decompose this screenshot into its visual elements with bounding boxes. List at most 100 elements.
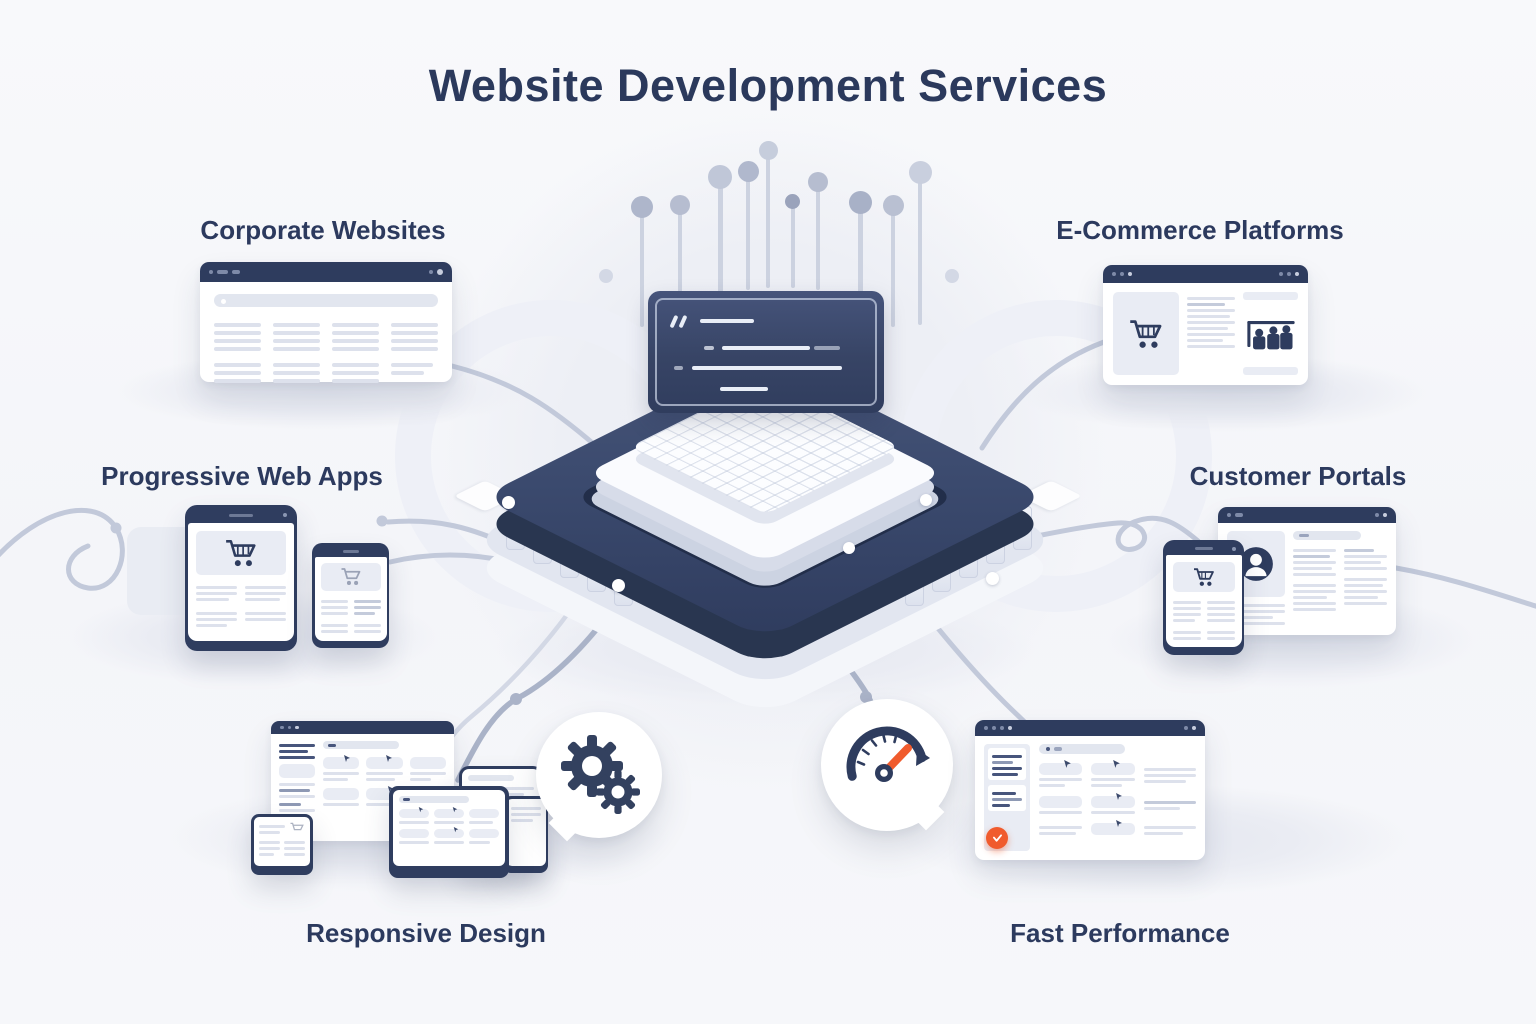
browser-titlebar <box>1103 265 1308 283</box>
sidebar-skeleton-lines <box>279 803 315 812</box>
browser-titlebar <box>975 720 1205 736</box>
skeleton-lines <box>1172 628 1201 640</box>
hero-card <box>320 562 381 591</box>
device-statusbar <box>315 546 387 557</box>
shopping-cart-icon <box>341 568 360 585</box>
orange-badge-check-icon <box>992 833 1002 842</box>
label-fast-performance: Fast Performance <box>1010 918 1230 948</box>
corporate-websites-window <box>200 262 452 383</box>
pwa-tablet <box>185 505 297 651</box>
hero-card <box>196 531 286 575</box>
skeleton-lines <box>332 363 379 383</box>
sidebar-skeleton-lines <box>279 744 315 759</box>
skeleton-lines <box>391 323 438 351</box>
skeleton-lines <box>284 838 305 856</box>
device-screen <box>314 556 387 641</box>
device-screen <box>1165 554 1242 647</box>
skeleton-lines <box>1206 598 1235 622</box>
sidebar-card <box>279 764 315 778</box>
page-title: Website Development Services <box>428 60 1108 111</box>
skeleton-lines <box>1293 546 1336 626</box>
sidebar-panel <box>984 744 1030 851</box>
skeleton-lines <box>353 621 381 633</box>
skeleton-lines <box>320 621 348 633</box>
window-dot-icon <box>209 270 213 274</box>
code-panel <box>648 291 884 413</box>
speedometer-speech-bubble <box>821 699 953 831</box>
window-dash-icon <box>217 270 228 274</box>
menu-mark <box>1299 534 1309 537</box>
portal-phone <box>1163 540 1244 655</box>
browser-titlebar <box>1218 507 1396 523</box>
header-pill <box>1293 531 1361 540</box>
skeleton-lines <box>332 323 379 351</box>
code-panel-inner-border <box>655 298 877 406</box>
ecommerce-window <box>1103 265 1308 385</box>
speedometer-icon <box>846 726 930 782</box>
responsive-tablet-landscape <box>389 786 509 878</box>
search-pill <box>399 796 469 803</box>
label-progressive-web-apps: Progressive Web Apps <box>101 461 383 491</box>
skeleton-lines <box>1206 628 1235 640</box>
camera-dot-icon <box>1231 546 1236 551</box>
device-statusbar <box>1166 543 1242 555</box>
cursor-mark-icon <box>385 755 392 762</box>
user-avatar-icon <box>1239 547 1273 581</box>
skeleton-lines <box>391 363 438 383</box>
skeleton-lines <box>196 609 237 627</box>
skeleton-lines <box>259 838 280 856</box>
skeleton-lines <box>1227 604 1285 625</box>
skeleton-lines <box>320 597 348 615</box>
url-dot-icon <box>221 298 226 304</box>
window-dot-icon <box>437 269 443 275</box>
gears-icon <box>561 735 640 814</box>
label-customer-portals: Customer Portals <box>1189 461 1407 491</box>
orange-badge <box>986 827 1008 849</box>
team-chart-icon <box>1246 320 1295 349</box>
shopping-cart-icon <box>226 540 256 567</box>
browser-titlebar <box>200 262 452 282</box>
search-pill <box>1039 744 1126 754</box>
product-card <box>1113 292 1179 375</box>
label-corporate-websites: Corporate Websites <box>200 215 446 245</box>
speaker-icon <box>1194 547 1213 550</box>
pwa-phone <box>312 543 389 648</box>
label-responsive-design: Responsive Design <box>306 918 546 948</box>
skeleton-lines <box>245 583 286 601</box>
skeleton-lines <box>1344 546 1387 626</box>
skeleton-lines <box>510 806 541 822</box>
responsive-side-phone <box>503 796 548 873</box>
gears-speech-bubble <box>536 712 662 842</box>
skeleton-lines <box>1187 292 1235 375</box>
label-ecommerce-platforms: E-Commerce Platforms <box>1056 215 1344 245</box>
sidebar-skeleton-lines <box>279 783 315 798</box>
skeleton-lines <box>1172 598 1201 622</box>
device-screen <box>188 523 294 641</box>
camera-dot-icon <box>283 513 287 517</box>
skeleton-lines <box>214 363 261 383</box>
url-bar <box>214 294 438 307</box>
skeleton-lines <box>273 363 320 383</box>
window-dot-icon <box>429 270 433 274</box>
speaker-icon <box>229 514 253 517</box>
skeleton-lines <box>353 597 381 615</box>
fast-performance-window <box>975 720 1205 860</box>
window-dash-icon <box>232 270 240 274</box>
search-pill <box>323 741 400 749</box>
shopping-cart-icon <box>1130 319 1162 348</box>
skeleton-lines <box>214 323 261 351</box>
device-statusbar <box>188 508 294 523</box>
cart-sketch-icon <box>290 822 304 831</box>
speaker-icon <box>342 549 359 553</box>
skeleton-lines <box>196 583 237 601</box>
customer-portal-window <box>1218 507 1396 635</box>
cursor-mark-icon <box>344 755 351 762</box>
responsive-phone-small <box>251 814 313 875</box>
link-dot <box>1054 747 1062 751</box>
skeleton-lines <box>259 822 285 834</box>
link-dot <box>1046 747 1050 751</box>
skeleton-lines <box>245 609 286 627</box>
shopping-cart-icon <box>1193 567 1214 586</box>
